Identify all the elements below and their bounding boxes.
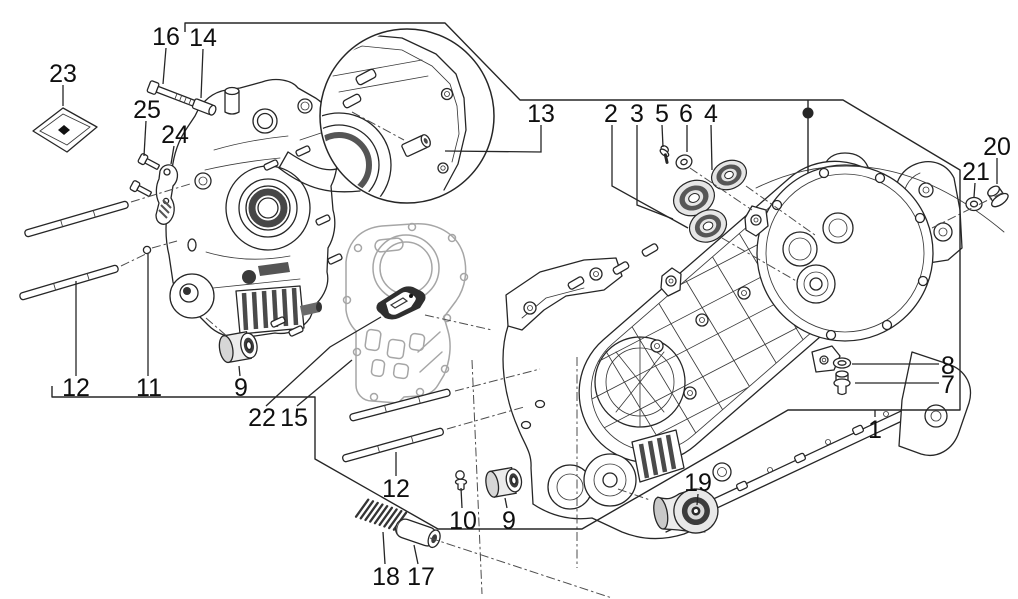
part-number-6: 6 bbox=[679, 100, 693, 128]
stud-12-b bbox=[19, 264, 119, 301]
oil-pump-fins bbox=[235, 262, 322, 335]
screw-10 bbox=[454, 470, 468, 491]
part-number-16: 16 bbox=[152, 23, 180, 51]
bottom-drum-boss bbox=[169, 273, 215, 319]
ball-11 bbox=[142, 245, 152, 255]
screw-25b bbox=[129, 180, 152, 197]
right-crankcase-half bbox=[502, 152, 1005, 540]
part-number-5: 5 bbox=[655, 100, 669, 128]
part-number-17: 17 bbox=[407, 563, 435, 591]
bearing-3 bbox=[673, 179, 715, 217]
bushing-17 bbox=[395, 518, 441, 549]
part-number-4: 4 bbox=[704, 100, 718, 128]
part-number-10: 10 bbox=[449, 507, 477, 535]
leader-line-10 bbox=[460, 487, 463, 509]
part-number-9: 9 bbox=[234, 374, 248, 402]
leader-line-22 bbox=[265, 316, 382, 407]
leader-line-9 bbox=[504, 497, 508, 509]
part-number-15: 15 bbox=[280, 404, 308, 432]
cover-plate-22 bbox=[376, 286, 426, 320]
filler-neck bbox=[224, 86, 240, 115]
latch-lever-24 bbox=[155, 164, 179, 225]
leader-line-16 bbox=[162, 47, 167, 85]
part-number-2: 2 bbox=[604, 100, 618, 128]
upper-bore bbox=[252, 108, 278, 134]
part-number-8: 8 bbox=[941, 352, 955, 380]
part-number-22: 22 bbox=[248, 404, 276, 432]
buffer-roller-19 bbox=[653, 488, 719, 534]
part-number-23: 23 bbox=[49, 60, 77, 88]
part-number-13: 13 bbox=[527, 100, 555, 128]
stud-12-c bbox=[349, 388, 451, 422]
part-number-19: 19 bbox=[684, 469, 712, 497]
case-dowel-pins bbox=[263, 145, 343, 337]
left-crankcase-half bbox=[165, 78, 343, 339]
leader-line-19 bbox=[696, 493, 699, 506]
leader-line-2 bbox=[611, 125, 689, 229]
bolt-7 bbox=[833, 370, 851, 396]
cooling-fins bbox=[631, 429, 685, 483]
stud-12-d bbox=[342, 427, 444, 463]
leader-line-14 bbox=[200, 48, 204, 99]
group-bracket bbox=[51, 22, 961, 530]
part-number-20: 20 bbox=[983, 133, 1011, 161]
leader-line-25 bbox=[143, 120, 147, 157]
part-number-12: 12 bbox=[62, 374, 90, 402]
leader-line-5 bbox=[661, 124, 664, 148]
screw-25a bbox=[137, 153, 160, 170]
part-number-14: 14 bbox=[189, 24, 217, 52]
rib-lattice bbox=[566, 203, 883, 459]
leader-line-17 bbox=[413, 544, 419, 565]
part-number-18: 18 bbox=[372, 563, 400, 591]
crankshaft-seal-bore bbox=[225, 165, 311, 251]
leader-line-21 bbox=[973, 182, 976, 198]
leader-line-4 bbox=[710, 124, 713, 171]
leader-line-13 bbox=[444, 125, 542, 153]
front-mount-block bbox=[505, 257, 623, 331]
part-number-24: 24 bbox=[161, 121, 189, 149]
detail-balloon bbox=[319, 28, 495, 204]
stud-12-a bbox=[24, 200, 129, 238]
crank-chamber bbox=[756, 164, 934, 342]
assembly-marker-dot bbox=[802, 107, 814, 119]
bolt-20 bbox=[987, 185, 1009, 208]
part-number-21: 21 bbox=[962, 158, 990, 186]
part-number-7: 7 bbox=[941, 371, 955, 399]
screw-5 bbox=[659, 145, 670, 164]
part-number-25: 25 bbox=[133, 96, 161, 124]
leader-line-18 bbox=[382, 531, 386, 565]
leader-line-3 bbox=[636, 125, 674, 220]
bearing-4 bbox=[710, 159, 748, 191]
dowel-pin-13 bbox=[401, 134, 431, 157]
id-plate-23 bbox=[32, 107, 98, 153]
part-number-9: 9 bbox=[502, 507, 516, 535]
part-number-3: 3 bbox=[630, 100, 644, 128]
washer-6 bbox=[675, 154, 693, 170]
part-number-12: 12 bbox=[382, 475, 410, 503]
washer-8 bbox=[832, 357, 852, 369]
spacer-pin-14 bbox=[191, 98, 217, 116]
part-number-11: 11 bbox=[136, 374, 162, 402]
roller-9-center bbox=[485, 466, 523, 498]
part-number-1: 1 bbox=[868, 416, 882, 444]
leader-line-9 bbox=[238, 365, 241, 377]
bearing-2 bbox=[688, 209, 728, 243]
leader-line-15 bbox=[296, 359, 353, 407]
roller-9-left bbox=[218, 331, 258, 364]
leader-line-24 bbox=[170, 145, 175, 165]
assembly-axis-lines bbox=[120, 167, 1005, 599]
